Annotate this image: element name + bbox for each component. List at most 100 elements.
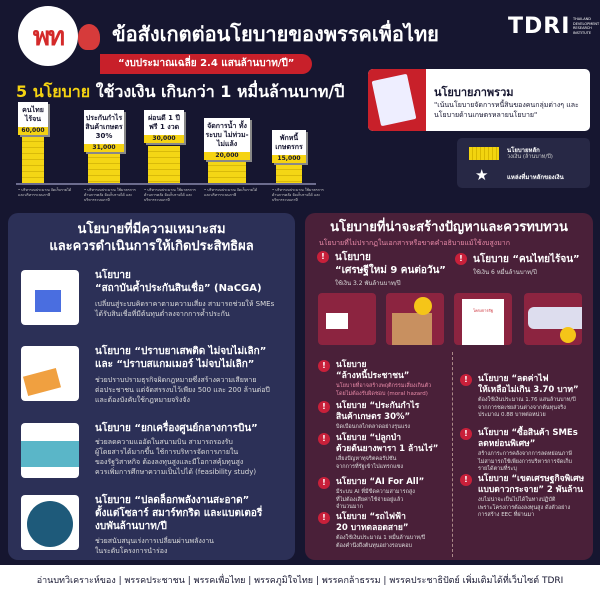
item-desc: ช่วยปราบปรามธุรกิจผิดกฎหมายซึ่งสร้างความ… (95, 376, 257, 384)
item-heading: สินค้าเกษตร 30%” (336, 412, 411, 422)
item-desc: ผู้โดยสารได้มากขึ้น ใช้การบริหารจัดการภา… (95, 448, 239, 456)
item-desc: โดยไม่ต้องรับผิดชอบ (moral hazard) (336, 390, 428, 397)
star-icon: ★ (475, 166, 489, 184)
headline-rest: ใช้วงเงิน เกินกว่า 1 หมื่นล้านบาท/ปี (95, 82, 345, 101)
baseline (16, 183, 316, 185)
item-heading: นโยบาย “ปลดล็อกพลังงานสะอาด” (95, 495, 250, 506)
item-heading: นโยบาย (95, 270, 131, 281)
item-desc: ช่วยสนับสนุนเร่งการเปลี่ยนผ่านพลังงาน (95, 537, 214, 545)
bar-label-card: จัดการน้ำ ทั้งระบบ ไม่ท่วม-ไม่แล้ง 20,000 (204, 118, 250, 160)
coin-stack-swatch (469, 147, 499, 160)
item-heading-2: “สถาบันค้ำประกันสินเชื่อ” (NaCGA) (95, 283, 262, 294)
legend-budget: วงเงิน (ล้านบาท/ปี) (507, 154, 553, 160)
item-desc: การสร้าง EEC ที่ผ่านมา (478, 512, 535, 518)
item-desc: ใช้เงิน 6 หมื่นล้านบาท/ปี (473, 269, 537, 276)
budget-subtitle: “งบประมาณเฉลี่ย 2.4 แสนล้านบาท/ปี” (100, 54, 313, 74)
problematic-policies-panel: นโยบายที่น่าจะสร้างปัญหาและควรทบทวน นโยบ… (305, 213, 593, 560)
bar-label: ผ่อนดี 1 ปี ฟรี 1 งวด (148, 114, 180, 131)
item-heading: นโยบาย “ซื้อสินค้า SMEs (478, 428, 578, 438)
money-bag-icon (78, 24, 100, 50)
bar-value: 31,000 (84, 144, 124, 152)
item-desc: ประมาณ 0.88 บาทต่อหน่วย (478, 412, 546, 418)
tdri-logo-subtext: THAILAND DEVELOPMENT RESEARCH INSTITUTE (573, 17, 600, 35)
headline-highlight: 5 นโยบาย (16, 82, 91, 101)
item-heading-3: งบพันล้านบาท/ปี (95, 521, 167, 532)
bar-note: • บริหารงบประมาณ จัดเก็บรายได้ และบริหาร… (18, 188, 72, 197)
houses-money-illustration (318, 293, 376, 345)
item-desc: เปลี่ยนสู่ระบบคิดราคาตามความเสี่ยง สามาร… (95, 300, 275, 308)
bar-note: • บริหารงบประมาณ ใช้มาตรการด้านการคลัง จ… (84, 188, 136, 202)
bar-note: • บริหารงบประมาณ ใช้มาตรการด้านการคลัง จ… (272, 188, 324, 202)
bar-value: 20,000 (204, 152, 250, 160)
bar-label: จัดการน้ำ ทั้งระบบ ไม่ท่วม-ไม่แล้ง (205, 122, 249, 148)
item-heading: นโยบาย “ยกเครื่องศูนย์กลางการบิน” (95, 423, 258, 434)
item-heading: นโยบาย (336, 360, 367, 370)
coin-stack (22, 124, 44, 184)
item-desc: รายได้ตามที่ระบุ (478, 466, 517, 472)
warning-icon: ! (318, 433, 330, 445)
bar-value: 30,000 (144, 135, 184, 143)
item-heading: ลดหย่อนพิเศษ” (478, 439, 536, 449)
item-desc: ต่อประชาชน แต่จัดสรรงบไว้เพียง 500 และ 2… (95, 386, 270, 394)
item-heading: นโยบาย “เขตเศรษฐกิจพิเศษ (478, 474, 585, 484)
overview-text: "เน้นนโยบายจัดการหนี้สินของคนกลุ่มต่างๆ … (434, 101, 579, 119)
item-desc: เพราะโครงการต้องลงทุนสูง ดังตัวอย่าง (478, 504, 571, 511)
warning-icon: ! (318, 512, 330, 524)
item-desc: ใช้เงิน 3.2 พันล้านบาท/ปี (335, 280, 401, 287)
checklist-illustration (368, 69, 426, 131)
right-panel-title: นโยบายที่น่าจะสร้างปัญหาและควรทบทวน (330, 220, 568, 235)
page-title: ข้อสังเกตต่อนโยบายของพรรคเพื่อไทย (112, 22, 439, 46)
item-desc: ไม่สามารถใช้เพียงการบริหารการจัดเก็บ (478, 458, 573, 465)
groceries-coins-illustration (386, 293, 444, 345)
item-heading: “ล้างหนี้ประชาชน” (336, 371, 410, 381)
item-desc: จากการที่รัฐเข้าไปแทรกแซง (336, 463, 404, 470)
item-desc: ได้รับสินเชื่อที่มีต้นทุนต่ำลงจากการค้ำป… (95, 310, 230, 318)
warning-icon: ! (317, 251, 329, 263)
bar-label-card: ผ่อนดี 1 ปี ฟรี 1 งวด 30,000 (144, 110, 184, 143)
footer-links: อ่านบทวิเคราะห์ของ | พรรคประชาชน | พรรคเ… (0, 565, 600, 600)
warning-icon: ! (455, 253, 467, 265)
warning-icon: ! (318, 401, 330, 413)
item-desc: บิดเบือนกลไกตลาดอย่างรุนแรง (336, 424, 411, 430)
item-heading: นโยบาย “AI For All” (336, 477, 425, 487)
item-desc: ต้องใช้เงินประมาณ 1.76 แสนล้านบาท/ปี (478, 397, 576, 403)
item-heading: นโยบาย “ประกันกำไร (336, 401, 420, 411)
bar-2: ประกันกำไร สินค้าเกษตร 30%31,000 (84, 110, 124, 184)
item-desc: จำนวนมาก (336, 504, 363, 510)
item-heading: ให้เหลือไม่เกิน 3.70 บาท” (478, 385, 579, 395)
warning-icon: ! (460, 374, 472, 386)
item-desc: ช่วยลดความแออัดในสนามบิน สามารถรองรับ (95, 438, 233, 446)
document-illustration: โครงการรัฐ (454, 293, 512, 345)
coin-stack (148, 146, 180, 184)
party-logo: พท (18, 6, 78, 66)
overview-title: นโยบายภาพรวม (434, 86, 514, 99)
bar-label-card: ประกันกำไร สินค้าเกษตร 30%31,000 (84, 110, 124, 152)
item-desc: เสี่ยงปัญหาทุจริตคอรัปชัน (336, 456, 397, 462)
document-caption: โครงการรัฐ (472, 308, 494, 313)
warning-icon: ! (460, 428, 472, 440)
item-desc: ของรัฐวิสาหกิจ ต้องลงทุนสูงและมีโอกาสคุ้… (95, 458, 244, 466)
item-heading-2: “เศรษฐีใหม่ 9 คนต่อวัน” (335, 265, 446, 276)
item-desc: งบไม่น่าจะเป็นไปได้ในทางปฏิบัติ (478, 497, 556, 503)
item-heading: แบบดาวกระจาย” 2 พันล้าน (478, 485, 583, 495)
item-heading: นโยบาย “ลดค่าไฟ (478, 374, 549, 384)
warning-icon: ! (318, 477, 330, 489)
legend-source: แหล่งที่มาหลักของเงิน (507, 174, 564, 181)
legend: นโยบายหลัก วงเงิน (ล้านบาท/ปี) ★ แหล่งที… (457, 138, 590, 188)
item-heading: นโยบาย “ปราบยาเสพติด ไม่จบไม่เลิก” (95, 346, 267, 357)
warning-icon: ! (318, 360, 330, 372)
bar-3: ผ่อนดี 1 ปี ฟรี 1 งวด 30,000 (144, 110, 184, 184)
item-desc: ต้องคำนึงถึงต้นทุนอย่างรอบคอบ (336, 542, 413, 549)
bar-value: 15,000 (272, 155, 306, 163)
airport-illustration (21, 423, 79, 478)
scam-illustration (21, 346, 79, 401)
item-heading: นโยบาย (335, 252, 371, 263)
bar-note: • บริหารงบประมาณ จัดเก็บรายได้ และบริหาร… (204, 188, 258, 197)
item-heading: นโยบาย “คนไทยไร้จน” (473, 254, 580, 265)
item-heading: นโยบาย “ปลูกป่า (336, 433, 401, 443)
item-desc: ควรเพิ่มการศึกษาความเป็นไปได้ (feasibili… (95, 468, 257, 476)
clean-city-illustration (21, 495, 79, 550)
